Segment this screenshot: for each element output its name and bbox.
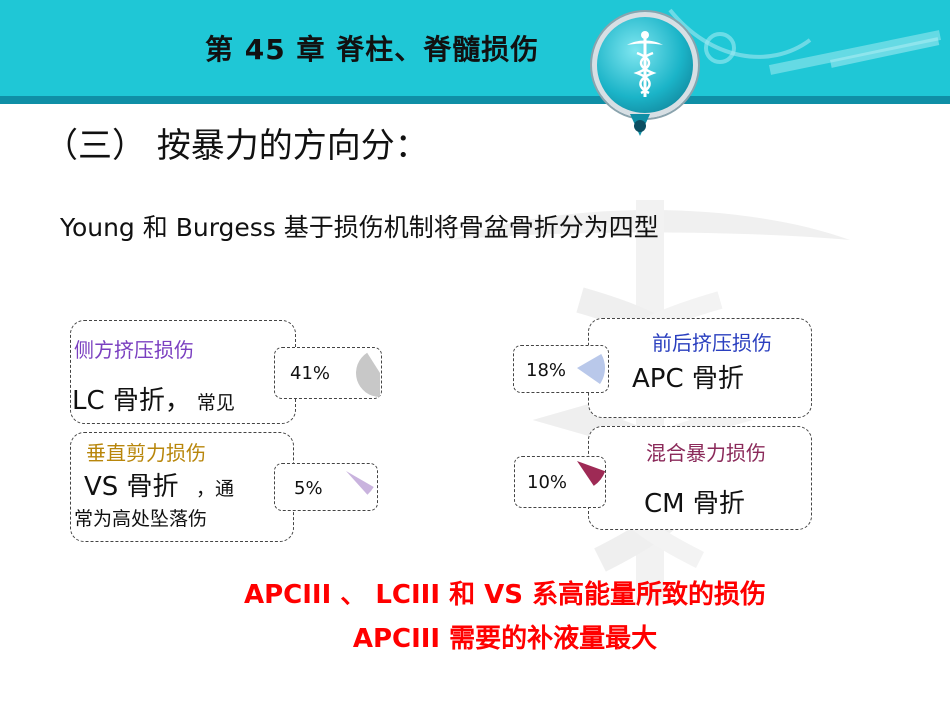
vs-type-box <box>70 432 294 542</box>
apc-type-box <box>588 318 812 418</box>
cm-type-box <box>588 426 812 530</box>
apc-fracture-name: APC 骨折 <box>632 364 744 394</box>
caduceus-badge <box>592 12 698 118</box>
vs-note-line1: ，通 <box>196 478 235 500</box>
lc-pie-slice <box>356 352 380 397</box>
apc-percent-label: 18% <box>526 360 567 381</box>
cm-pie-slice <box>577 461 606 486</box>
cm-mechanism-label: 混合暴力损伤 <box>646 441 766 465</box>
header-banner <box>0 0 950 104</box>
cm-percent-box <box>514 456 606 508</box>
vs-pie-slice <box>346 471 374 495</box>
vs-percent-label: 5% <box>294 478 323 499</box>
stethoscope-decoration-icon <box>668 8 942 75</box>
cm-fracture-name: CM 骨折 <box>644 489 745 519</box>
footer-line-2: APCIII 需要的补液量最大 <box>352 624 658 654</box>
lc-fracture-name: LC 骨折，常见 <box>72 380 235 417</box>
vs-pie-slice-shape <box>346 471 374 495</box>
caduceus-icon <box>627 31 663 97</box>
lc-percent-label: 41% <box>290 363 331 384</box>
page-title: 第 45 章 脊柱、脊髓损伤 <box>205 33 540 66</box>
subtitle: Young 和 Burgess 基于损伤机制将骨盆骨折分为四型 <box>60 213 659 242</box>
lc-type-box <box>70 320 296 424</box>
section-heading: （三） 按暴力的方向分： <box>44 126 429 166</box>
vs-note-line2: 常为高处坠落伤 <box>74 508 208 530</box>
cm-percent-label: 10% <box>527 472 568 493</box>
cm-pie-slice-shape <box>577 461 606 486</box>
vs-mechanism-label: 垂直剪力损伤 <box>86 441 206 465</box>
lc-fracture-name-text: LC 骨折， <box>72 386 191 416</box>
lc-pie-slice-shape <box>356 352 380 397</box>
lc-mechanism-label: 侧方挤压损伤 <box>74 338 194 362</box>
badge-pin-dot <box>634 120 646 132</box>
header-stripe <box>0 96 950 104</box>
apc-mechanism-label: 前后挤压损伤 <box>652 331 772 355</box>
lc-note: 常见 <box>196 392 235 414</box>
footer-line-1: APCIII 、 LCIII 和 VS 系高能量所致的损伤 <box>243 580 767 610</box>
apc-pie-slice <box>577 354 605 384</box>
apc-pie-slice-shape <box>577 354 605 384</box>
vs-fracture-name: VS 骨折 <box>84 472 179 502</box>
